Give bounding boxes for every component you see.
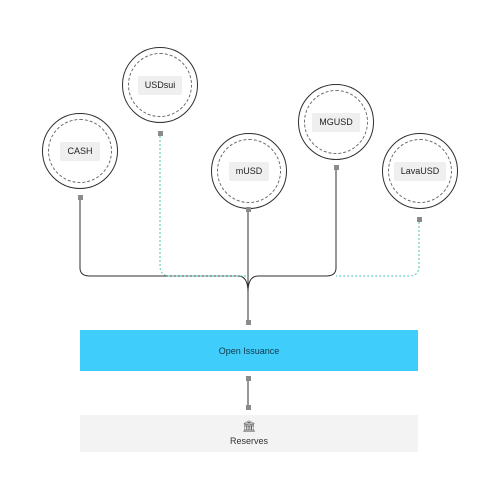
port-musd: [246, 207, 251, 212]
port-lavausd: [417, 217, 422, 222]
bank-icon: 🏛: [242, 420, 256, 433]
node-mgusd: MGUSD: [298, 84, 374, 160]
node-usdsui: USDsui: [122, 47, 198, 123]
node-label-cash: CASH: [60, 141, 100, 161]
node-label-lavausd: LavaUSD: [393, 161, 447, 181]
dashed-ring: [388, 139, 452, 203]
port-issuance-top: [246, 320, 251, 325]
dashed-ring: [128, 53, 192, 117]
connector-cash: [79, 200, 249, 293]
node-label-usdsui: USDsui: [137, 75, 183, 95]
port-issuance-bottom: [246, 376, 251, 381]
open-issuance-label: Open Issuance: [218, 345, 280, 356]
node-musd: mUSD: [211, 133, 287, 209]
node-label-musd: mUSD: [228, 161, 270, 181]
node-label-mgusd: MGUSD: [312, 112, 360, 132]
dashed-ring: [217, 139, 281, 203]
reserves-label: Reserves: [229, 435, 268, 446]
port-usdsui: [158, 131, 163, 136]
node-lavausd: LavaUSD: [382, 133, 458, 209]
dashed-ring: [304, 90, 368, 154]
node-cash: CASH: [42, 113, 118, 189]
open-issuance-bar: Open Issuance: [80, 330, 418, 371]
port-mgusd: [334, 165, 339, 170]
port-reserves-top: [246, 405, 251, 410]
connector-mgusd: [247, 170, 337, 293]
connector-lavausd: [336, 222, 420, 277]
port-cash: [78, 195, 83, 200]
reserves-box: 🏛 Reserves: [80, 415, 418, 452]
dashed-ring: [48, 119, 112, 183]
